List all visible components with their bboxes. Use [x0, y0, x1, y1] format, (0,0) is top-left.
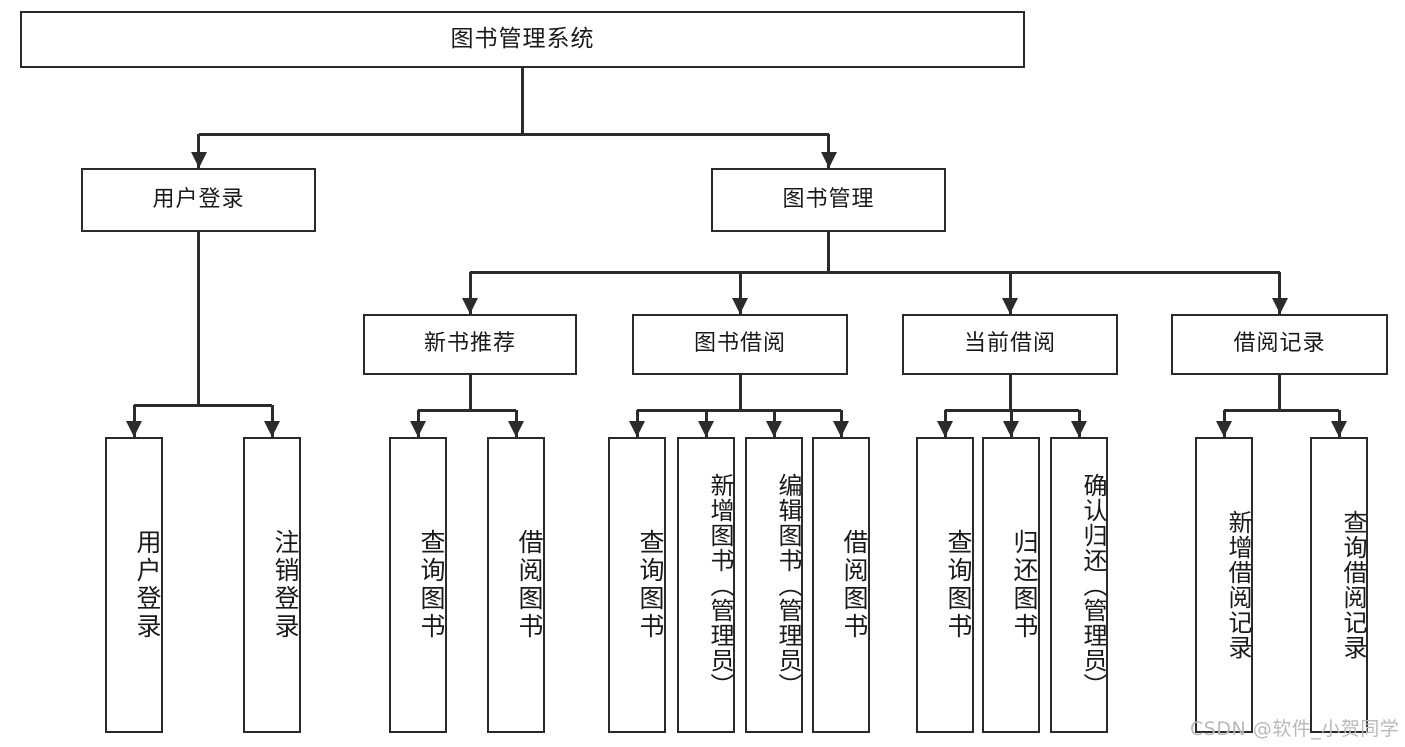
- connector-line-vertical: [197, 232, 200, 405]
- leaf-leaf-user-logout[interactable]: 注销登录: [243, 437, 301, 733]
- node-book-manage[interactable]: 图书管理: [711, 168, 946, 232]
- arrowhead-icon: [698, 421, 714, 437]
- leaf-leaf-confirm-return[interactable]: 确认归还（管理员）: [1050, 437, 1108, 733]
- node-label: 确认归还（管理员）: [1079, 472, 1107, 698]
- leaf-leaf-add-record[interactable]: 新增借阅记录: [1195, 437, 1253, 733]
- arrowhead-icon: [1216, 421, 1232, 437]
- connector-line-vertical: [1278, 375, 1281, 410]
- node-user-login[interactable]: 用户登录: [81, 168, 316, 232]
- arrowhead-icon: [1331, 421, 1347, 437]
- connector-line-horizontal: [637, 408, 841, 412]
- arrowhead-icon: [833, 421, 849, 437]
- node-current-borrow[interactable]: 当前借阅: [902, 314, 1118, 375]
- arrowhead-icon: [264, 421, 280, 437]
- connector-line-vertical: [738, 375, 742, 410]
- leaf-leaf-add-book[interactable]: 新增图书（管理员）: [677, 437, 735, 733]
- connector-line-vertical: [468, 375, 472, 410]
- arrowhead-icon: [766, 421, 782, 437]
- node-label: 新增图书（管理员）: [706, 472, 734, 698]
- arrowhead-icon: [820, 152, 837, 168]
- connector-line-vertical: [197, 134, 200, 168]
- node-label: 新增借阅记录: [1224, 510, 1252, 660]
- leaf-leaf-borrow-book-1[interactable]: 借阅图书: [487, 437, 545, 733]
- node-label: 图书管理: [782, 186, 875, 212]
- arrowhead-icon: [1271, 298, 1288, 314]
- node-borrow-record[interactable]: 借阅记录: [1171, 314, 1388, 375]
- connector-line-horizontal: [134, 403, 272, 407]
- arrowhead-icon: [937, 421, 953, 437]
- leaf-leaf-user-login[interactable]: 用户登录: [105, 437, 163, 733]
- node-label: 查询图书: [417, 529, 446, 641]
- leaf-leaf-query-record[interactable]: 查询借阅记录: [1310, 437, 1368, 733]
- node-label: 查询借阅记录: [1339, 510, 1367, 660]
- leaf-leaf-query-book-3[interactable]: 查询图书: [916, 437, 974, 733]
- leaf-leaf-return-book[interactable]: 归还图书: [982, 437, 1040, 733]
- node-label: 图书管理系统: [450, 25, 595, 52]
- node-label: 用户登录: [133, 529, 162, 641]
- node-label: 借阅记录: [1233, 331, 1326, 357]
- node-label: 借阅图书: [840, 529, 869, 641]
- arrowhead-icon: [1003, 421, 1019, 437]
- node-book-borrow[interactable]: 图书借阅: [632, 314, 848, 375]
- connector-line-horizontal: [1224, 408, 1339, 412]
- arrowhead-icon: [410, 421, 426, 437]
- node-label: 图书借阅: [693, 331, 786, 357]
- arrowhead-icon: [629, 421, 645, 437]
- node-root[interactable]: 图书管理系统: [20, 11, 1025, 68]
- arrowhead-icon: [1071, 421, 1087, 437]
- connector-line-vertical: [738, 272, 742, 314]
- node-label: 查询图书: [944, 529, 973, 641]
- leaf-leaf-query-book-2[interactable]: 查询图书: [608, 437, 666, 733]
- node-label: 归还图书: [1010, 529, 1039, 641]
- node-label: 注销登录: [271, 529, 300, 641]
- arrowhead-icon: [126, 421, 142, 437]
- arrowhead-icon: [508, 421, 524, 437]
- connector-line-vertical: [1008, 272, 1012, 314]
- connector-line-vertical: [827, 232, 830, 272]
- arrowhead-icon: [462, 298, 478, 314]
- arrowhead-icon: [190, 152, 207, 168]
- leaf-leaf-borrow-book-2[interactable]: 借阅图书: [812, 437, 870, 733]
- node-label: 新书推荐: [423, 331, 516, 357]
- node-label: 编辑图书（管理员）: [774, 472, 802, 698]
- node-label: 用户登录: [152, 186, 245, 212]
- connector-line-horizontal: [418, 408, 516, 412]
- connector-line-vertical: [1278, 272, 1281, 314]
- node-label: 查询图书: [636, 529, 665, 641]
- connector-line-vertical: [468, 272, 472, 314]
- connector-line-vertical: [827, 134, 830, 168]
- connector-line-horizontal: [198, 132, 829, 136]
- leaf-leaf-edit-book[interactable]: 编辑图书（管理员）: [745, 437, 803, 733]
- node-new-book-rec[interactable]: 新书推荐: [363, 314, 577, 375]
- connector-line-vertical: [521, 68, 524, 134]
- leaf-leaf-query-book-1[interactable]: 查询图书: [389, 437, 447, 733]
- arrowhead-icon: [1002, 298, 1018, 314]
- connector-line-vertical: [1008, 375, 1012, 410]
- connector-line-horizontal: [470, 270, 1280, 274]
- node-label: 借阅图书: [515, 529, 544, 641]
- watermark-text: CSDN @软件_小贺同学: [1190, 718, 1400, 740]
- arrowhead-icon: [732, 298, 748, 314]
- node-label: 当前借阅: [963, 331, 1056, 357]
